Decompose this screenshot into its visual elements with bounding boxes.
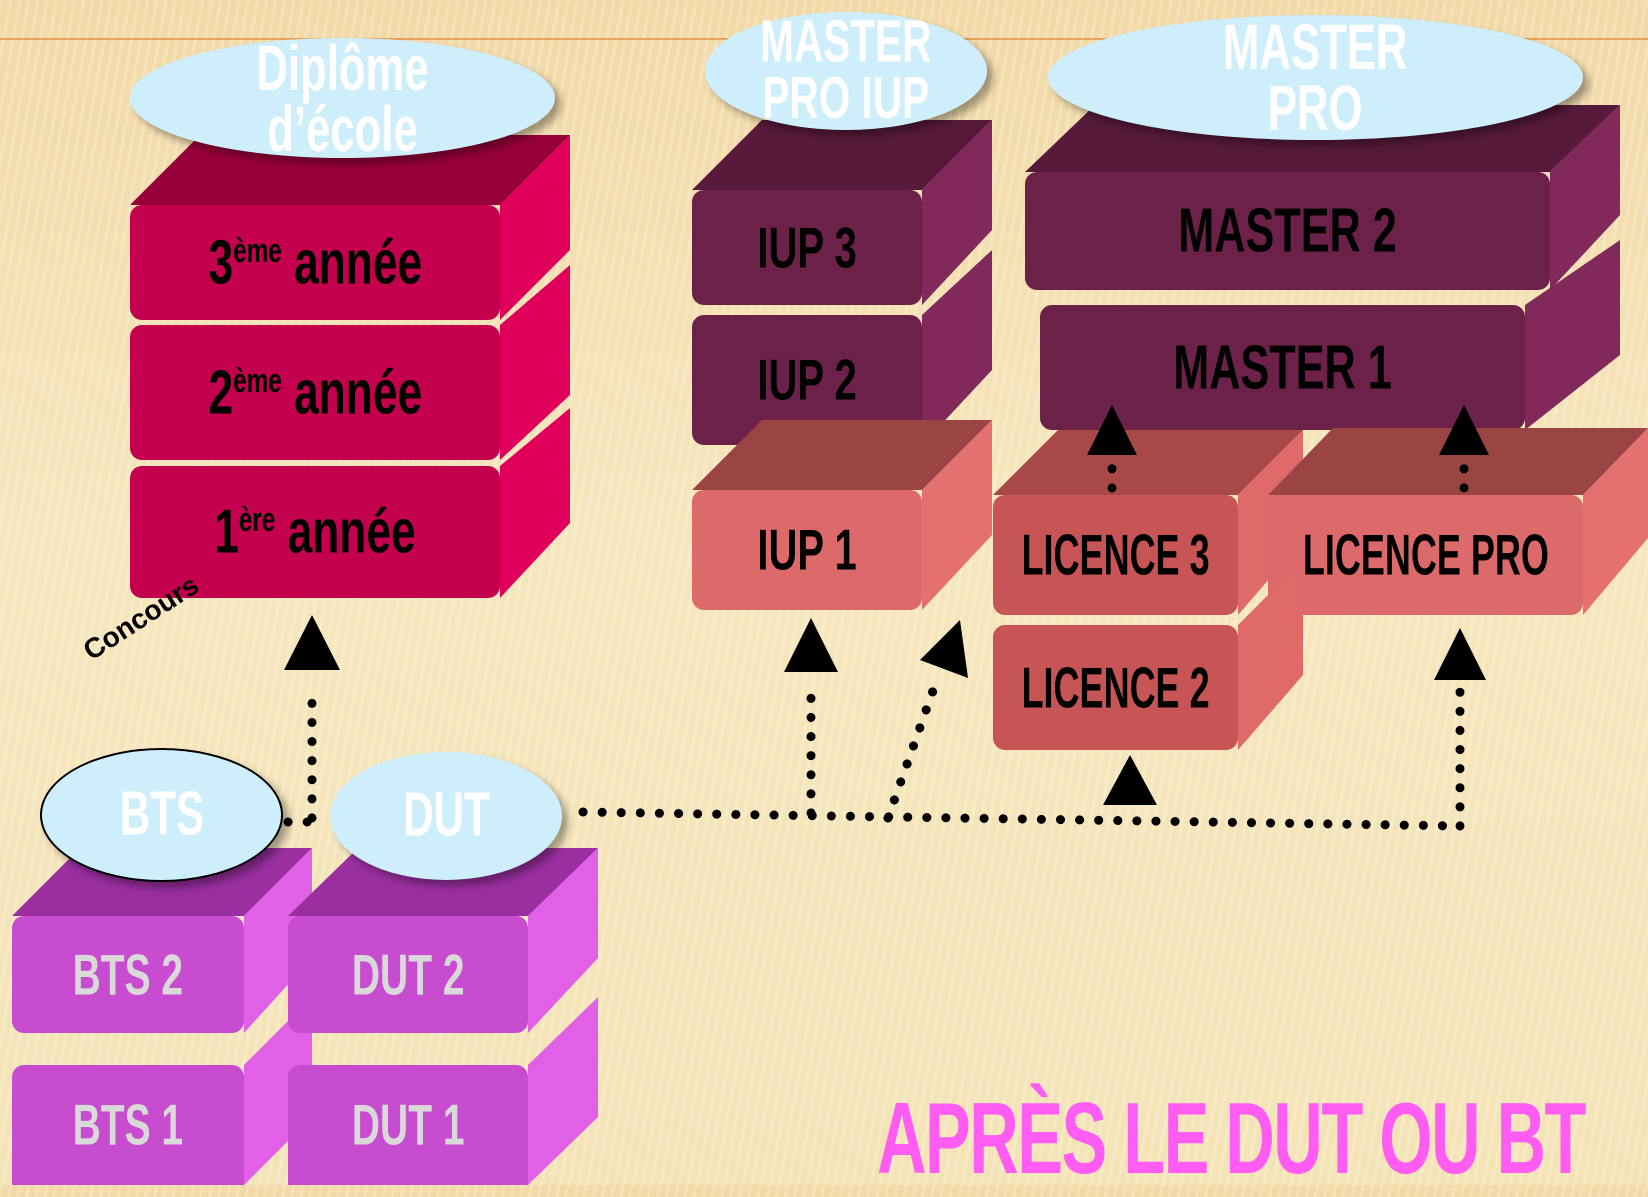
dut-horizontal-dots: [578, 807, 1465, 831]
licence-pro-block-shape: [1268, 428, 1648, 615]
dut-ellipse: DUT: [330, 752, 562, 880]
licence-pro-block: LICENCE PRO: [1268, 428, 1648, 615]
iup-block-3-shape: [692, 120, 992, 305]
footer-title: APRÈS LE DUT OU BT: [877, 1081, 1586, 1195]
arrow-licencepro-to-master1: [1439, 405, 1489, 455]
dut-1-label: DUT 1: [351, 1092, 465, 1158]
bts-1-label: BTS 1: [72, 1092, 184, 1158]
diplome-ecole-ellipse: Diplôme d’école: [130, 31, 555, 165]
iup-block-1: IUP 1: [692, 420, 992, 610]
ecole-year-3-label: 3ème année: [208, 228, 422, 297]
arrow-to-ecole: [284, 615, 340, 670]
arrow-to-iup1: [784, 618, 838, 672]
arrow-diagonal-to-iup1: [920, 620, 968, 678]
iup-3-label: IUP 3: [757, 215, 857, 280]
ecole-year-1-label: 1ère année: [214, 497, 416, 567]
ecole-block-2-shape: [130, 265, 570, 460]
iup-block-3: IUP 3: [692, 120, 992, 305]
master-1-block: MASTER 1: [1040, 240, 1620, 430]
arrow-to-licence-pro: [1434, 628, 1486, 680]
dut-1-block-shape: [288, 997, 598, 1185]
ecole-block-3: 3ème année: [130, 135, 570, 320]
licence-3-label: LICENCE 3: [1021, 522, 1210, 588]
dut-1-block: DUT 1: [288, 997, 598, 1185]
bts-title: BTS: [119, 779, 204, 849]
licence-2-block-shape: [993, 560, 1303, 750]
arrow-to-licence-2: [1103, 755, 1157, 805]
iup-block-1-shape: [692, 420, 992, 610]
ecole-block-1: 1ère année: [130, 408, 570, 598]
arrow-licence3-to-master1: [1087, 405, 1137, 455]
iup-1-label: IUP 1: [757, 517, 857, 583]
ecole-year-2-label: 2ème année: [208, 358, 422, 427]
master-1-label: MASTER 1: [1173, 333, 1392, 402]
diplome-ecole-title: Diplôme d’école: [256, 31, 429, 165]
licence-2-block: LICENCE 2: [993, 560, 1303, 750]
bts-2-label: BTS 2: [72, 942, 184, 1007]
dut-title: DUT: [402, 780, 490, 850]
bts-ellipse: BTS: [40, 748, 283, 882]
iup-block-2: IUP 2: [692, 250, 992, 445]
master-2-label: MASTER 2: [1178, 196, 1397, 266]
ecole-block-2: 2ème année: [130, 265, 570, 460]
to-iup1-diagonal-dots: [883, 680, 940, 823]
bts-1-block: BTS 1: [12, 997, 312, 1185]
ecole-block-3-shape: [130, 135, 570, 320]
licence-pro-label: LICENCE PRO: [1302, 522, 1549, 588]
master-1-block-shape: [1040, 240, 1620, 430]
dut-2-label: DUT 2: [351, 942, 465, 1007]
iup-2-label: IUP 2: [757, 347, 857, 413]
bts-1-block-shape: [12, 997, 312, 1185]
iup-block-2-shape: [692, 250, 992, 445]
licence-2-label: LICENCE 2: [1021, 655, 1210, 720]
ecole-block-1-shape: [130, 408, 570, 598]
